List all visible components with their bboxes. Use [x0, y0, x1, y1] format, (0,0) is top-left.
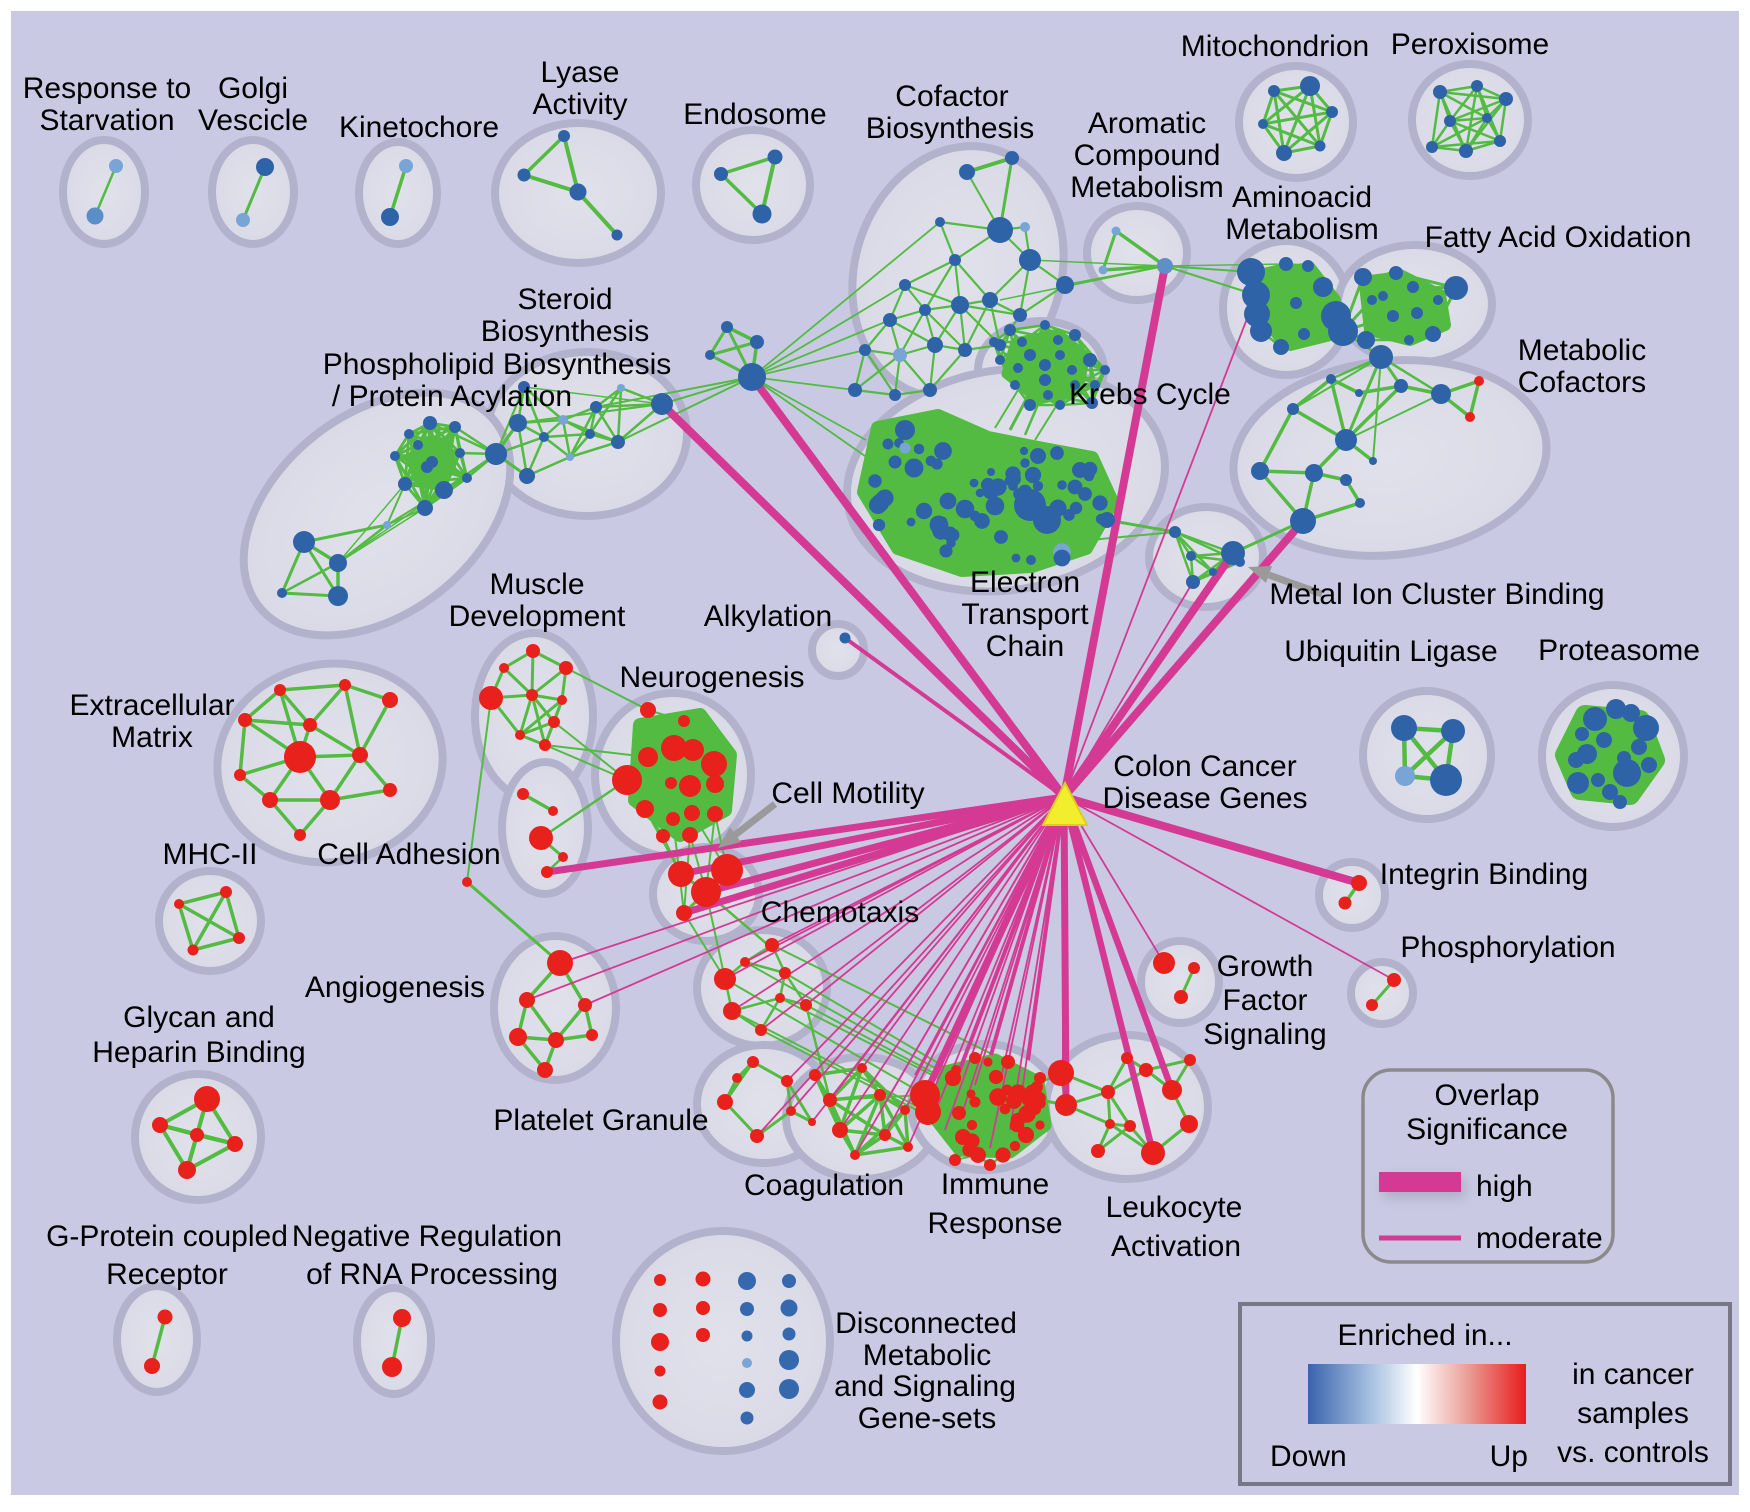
svg-text:Electron: Electron [970, 566, 1080, 599]
svg-text:Proteasome: Proteasome [1538, 634, 1700, 667]
svg-text:Glycan and: Glycan and [123, 1001, 275, 1034]
svg-text:Heparin Binding: Heparin Binding [92, 1036, 305, 1069]
svg-text:vs. controls: vs. controls [1557, 1436, 1709, 1469]
svg-text:Metabolic: Metabolic [1518, 334, 1646, 367]
svg-text:Activity: Activity [532, 88, 627, 121]
svg-text:Chain: Chain [986, 630, 1064, 663]
svg-text:Mitochondrion: Mitochondrion [1181, 30, 1369, 63]
svg-text:Metabolism: Metabolism [1070, 171, 1223, 204]
svg-text:Overlap: Overlap [1434, 1079, 1539, 1112]
svg-text:Aromatic: Aromatic [1088, 107, 1206, 140]
svg-text:Response to: Response to [23, 72, 191, 105]
svg-text:Compound: Compound [1074, 139, 1221, 172]
svg-text:Coagulation: Coagulation [744, 1169, 904, 1202]
svg-text:Golgi: Golgi [218, 72, 288, 105]
svg-text:Platelet Granule: Platelet Granule [493, 1104, 708, 1137]
svg-text:of RNA Processing: of RNA Processing [306, 1258, 558, 1291]
svg-text:Growth: Growth [1217, 950, 1314, 983]
svg-text:Metabolic: Metabolic [863, 1339, 991, 1372]
svg-text:Leukocyte: Leukocyte [1106, 1191, 1243, 1224]
svg-text:high: high [1476, 1170, 1533, 1203]
svg-text:G-Protein coupled: G-Protein coupled [46, 1220, 288, 1253]
svg-text:Immune: Immune [941, 1168, 1049, 1201]
svg-text:Metabolism: Metabolism [1225, 213, 1378, 246]
svg-text:samples: samples [1577, 1397, 1689, 1430]
svg-text:Development: Development [449, 600, 626, 633]
svg-text:Colon Cancer: Colon Cancer [1113, 750, 1296, 783]
svg-text:Disease Genes: Disease Genes [1102, 782, 1307, 815]
svg-text:Biosynthesis: Biosynthesis [866, 112, 1034, 145]
svg-text:Receptor: Receptor [106, 1258, 228, 1291]
svg-text:Muscle: Muscle [489, 568, 584, 601]
svg-text:Biosynthesis: Biosynthesis [481, 315, 649, 348]
svg-text:moderate: moderate [1476, 1222, 1603, 1255]
svg-text:Factor: Factor [1222, 984, 1307, 1017]
svg-text:Integrin Binding: Integrin Binding [1380, 858, 1588, 891]
svg-text:and Signaling: and Signaling [834, 1370, 1016, 1403]
svg-text:Enriched in...: Enriched in... [1337, 1319, 1512, 1352]
svg-text:Cofactors: Cofactors [1518, 366, 1646, 399]
svg-text:Phosphorylation: Phosphorylation [1400, 931, 1615, 964]
svg-text:Response: Response [927, 1207, 1062, 1240]
svg-text:Significance: Significance [1406, 1113, 1568, 1146]
svg-text:Matrix: Matrix [111, 721, 193, 754]
svg-text:Negative Regulation: Negative Regulation [292, 1220, 562, 1253]
svg-text:Steroid: Steroid [517, 283, 612, 316]
svg-text:Extracellular: Extracellular [69, 689, 234, 722]
svg-text:Peroxisome: Peroxisome [1391, 28, 1549, 61]
svg-text:Ubiquitin Ligase: Ubiquitin Ligase [1284, 635, 1497, 668]
svg-text:Cell Motility: Cell Motility [771, 777, 924, 810]
svg-text:MHC-II: MHC-II [163, 838, 258, 871]
svg-text:Vescicle: Vescicle [198, 104, 308, 137]
svg-text:in cancer: in cancer [1572, 1358, 1694, 1391]
svg-text:Krebs Cycle: Krebs Cycle [1069, 378, 1231, 411]
svg-text:Signaling: Signaling [1203, 1018, 1326, 1051]
svg-text:/ Protein Acylation: / Protein Acylation [332, 380, 572, 413]
svg-text:Angiogenesis: Angiogenesis [305, 971, 485, 1004]
svg-text:Up: Up [1490, 1440, 1528, 1473]
svg-text:Activation: Activation [1111, 1230, 1241, 1263]
svg-text:Aminoacid: Aminoacid [1232, 181, 1372, 214]
svg-text:Disconnected: Disconnected [835, 1307, 1017, 1340]
svg-text:Lyase: Lyase [541, 56, 620, 89]
svg-text:Starvation: Starvation [39, 104, 174, 137]
svg-text:Phospholipid Biosynthesis: Phospholipid Biosynthesis [323, 348, 672, 381]
svg-text:Kinetochore: Kinetochore [339, 111, 499, 144]
svg-text:Cell Adhesion: Cell Adhesion [317, 838, 500, 871]
svg-text:Metal Ion Cluster Binding: Metal Ion Cluster Binding [1269, 578, 1604, 611]
svg-text:Endosome: Endosome [683, 98, 826, 131]
svg-text:Cofactor: Cofactor [895, 80, 1008, 113]
svg-text:Chemotaxis: Chemotaxis [761, 896, 919, 929]
svg-text:Neurogenesis: Neurogenesis [619, 661, 804, 694]
svg-text:Gene-sets: Gene-sets [858, 1402, 996, 1435]
svg-text:Down: Down [1270, 1440, 1347, 1473]
svg-text:Fatty Acid Oxidation: Fatty Acid Oxidation [1425, 221, 1692, 254]
svg-text:Transport: Transport [961, 598, 1089, 631]
svg-text:Alkylation: Alkylation [704, 600, 832, 633]
